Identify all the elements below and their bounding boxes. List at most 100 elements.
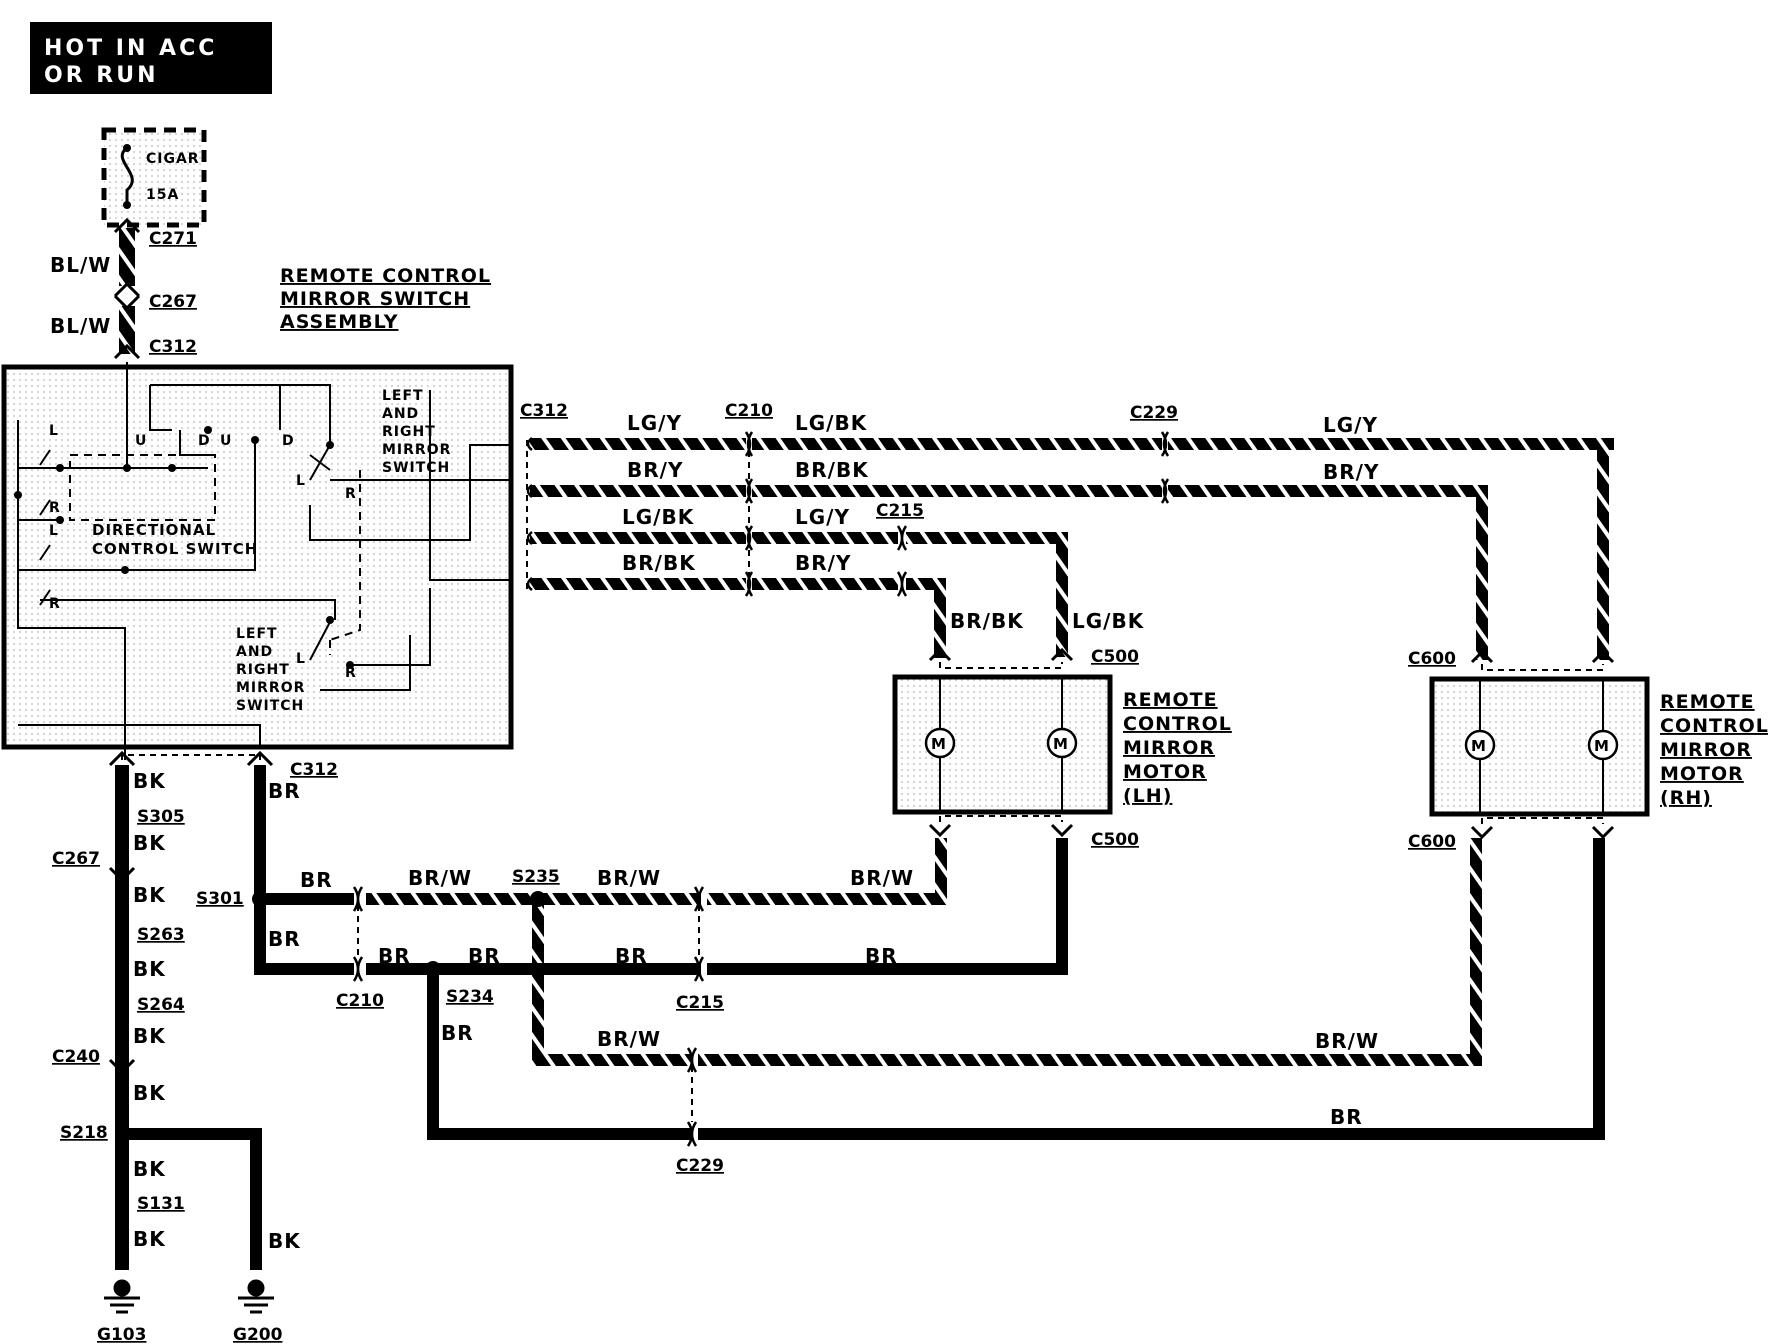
pos-r-1: R [49,500,61,516]
wire-label-br-1: BR [268,779,301,803]
lh-motor-title-4: MOTOR [1123,761,1207,783]
lr-switch-upper-3: RIGHT [382,424,436,440]
wire-label-bk-9: BK [268,1229,301,1253]
wire-label-lg-y-2: LG/Y [1323,413,1378,437]
switch-assembly-title-1: REMOTE CONTROL [280,265,491,287]
pos-d-2: D [282,433,295,449]
feed-wire [113,217,141,360]
banner-line-2: OR RUN [44,63,159,88]
connector-c240: C240 [52,1047,100,1067]
fuse-element-icon [120,146,134,205]
lr-switch-lower-5: SWITCH [236,698,304,714]
wire-label-bk-4: BK [133,957,166,981]
wire-label-lg-bk-1: LG/BK [795,411,868,435]
fuse-rating: 15A [146,187,179,203]
wire-label-br-w-4: BR/W [597,1027,661,1051]
ground-g200-label: G200 [233,1325,283,1344]
wire-label-br-y-3: BR/Y [795,551,851,575]
switch-assembly-title-2: MIRROR SWITCH [280,288,470,310]
wire-label-br-8: BR [441,1021,474,1045]
pos-r-3: R [345,486,357,502]
wire-label-br-w-1: BR/W [408,866,472,890]
lr-switch-lower-2: AND [236,644,273,660]
splice-s218: S218 [60,1123,108,1143]
lr-switch-upper-5: SWITCH [382,460,450,476]
connector-c312-top: C312 [149,337,197,357]
wire-label-br-y-2: BR/Y [1323,460,1379,484]
connector-c229-bottom: C229 [676,1156,724,1176]
wire-label-bk-8: BK [133,1227,166,1251]
wire-label-br-4: BR [378,944,411,968]
directional-label-1: DIRECTIONAL [92,521,216,539]
splice-s305: S305 [137,807,185,827]
lh-motor-title-5: (LH) [1123,785,1172,807]
pos-r-4: R [345,665,357,681]
connector-c600-top: C600 [1408,649,1456,669]
pos-l-4: L [296,651,306,667]
pos-u-2: U [220,433,232,449]
return-splices [252,891,546,977]
ground-wires [115,765,262,1270]
pos-l-2: L [49,523,59,539]
switch-assembly-title-3: ASSEMBLY [280,311,399,333]
connector-c312-harness: C312 [520,401,568,421]
connector-c500-top: C500 [1091,647,1139,667]
lr-switch-upper-4: MIRROR [382,442,451,458]
connector-c500-bottom: C500 [1091,830,1139,850]
connector-c267-top: C267 [149,292,197,312]
wire-label-br-bk-3: BR/BK [950,609,1024,633]
splice-s235: S235 [512,867,560,887]
connector-c229-harness: C229 [1130,403,1178,423]
pos-r-2: R [49,596,61,612]
lr-switch-lower-4: MIRROR [236,680,305,696]
pos-l-1: L [49,423,59,439]
lh-motor-title-1: REMOTE [1123,689,1218,711]
lr-switch-lower-1: LEFT [236,626,278,642]
motor-lh-2-icon [1046,727,1078,759]
lh-motor-box: M M [892,647,1113,838]
lr-switch-upper-2: AND [382,406,419,422]
wire-label-br-bk-2: BR/BK [622,551,696,575]
cigar-fuse: CIGAR 15A [101,127,207,228]
wire-label-lg-bk-2: LG/BK [622,505,695,529]
rh-motor-title-3: MIRROR [1660,739,1752,761]
ground-g103-icon [104,1279,140,1314]
wire-label-bl-w-1: BL/W [50,253,111,277]
motor-rh-1-symbol: M [1471,737,1487,755]
banner-line-1: HOT IN ACC [44,36,217,61]
motor-lh-2-symbol: M [1053,735,1069,753]
motor-lh-1-icon [924,727,956,759]
return-connectors [352,886,705,1147]
lh-motor-title-3: MIRROR [1123,737,1215,759]
splice-s264: S264 [137,995,185,1015]
wire-label-br-w-5: BR/W [1315,1029,1379,1053]
lh-motor-title-2: CONTROL [1123,713,1232,735]
wire-label-br-6: BR [615,944,648,968]
wire-label-bk-3: BK [133,883,166,907]
motor-lh-1-symbol: M [931,735,947,753]
wire-label-lg-y-1: LG/Y [627,411,682,435]
ground-g200-icon [238,1279,274,1314]
pos-u-1: U [135,433,147,449]
pos-l-3: L [296,473,306,489]
wire-label-br-5: BR [468,944,501,968]
motor-rh-2-icon [1587,729,1619,761]
wire-label-br-7: BR [865,944,898,968]
splice-s301: S301 [196,889,244,909]
connector-c267-bottom: C267 [52,849,100,869]
wire-label-br-w-2: BR/W [597,866,661,890]
wire-label-br-y-1: BR/Y [627,458,683,482]
wire-label-br-9: BR [1330,1105,1363,1129]
connector-c312-bottom: C312 [290,760,338,780]
connector-c215-harness: C215 [876,501,924,521]
ground-g103-label: G103 [97,1325,146,1344]
connector-c600-bottom: C600 [1408,832,1456,852]
wire-label-lg-y-3: LG/Y [795,505,850,529]
rh-motor-title-2: CONTROL [1660,715,1768,737]
rh-motor-title-4: MOTOR [1660,763,1744,785]
wire-label-lg-bk-3: LG/BK [1072,609,1145,633]
rh-motor-title-1: REMOTE [1660,691,1755,713]
lr-switch-lower-3: RIGHT [236,662,290,678]
splice-s234: S234 [446,987,494,1007]
